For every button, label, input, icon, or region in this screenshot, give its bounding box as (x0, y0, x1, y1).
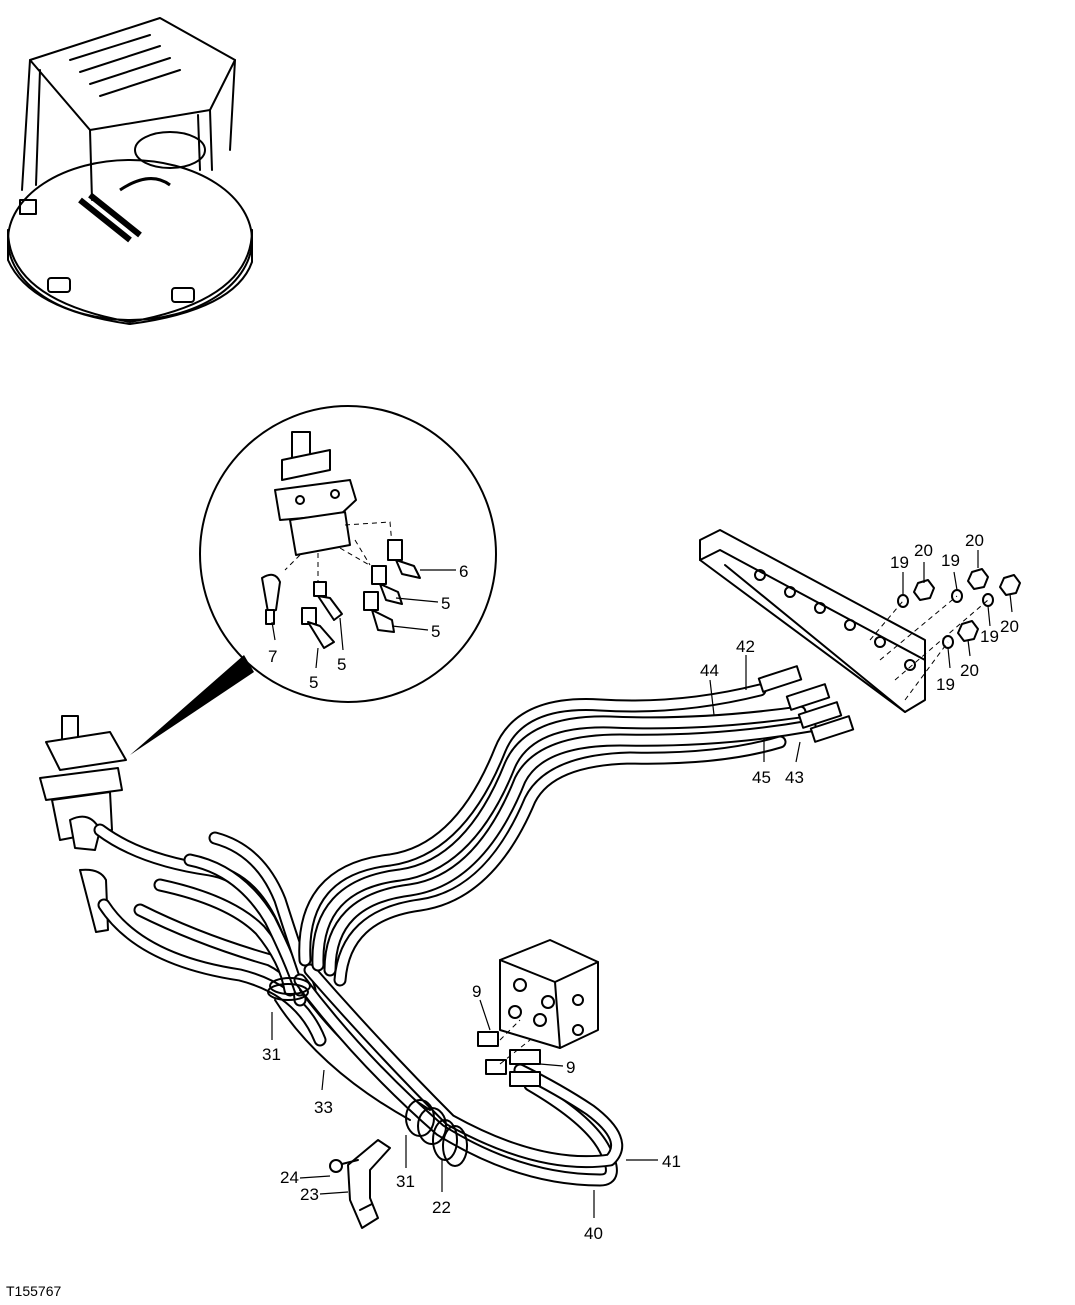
callout-5c: 5 (337, 655, 346, 674)
callout-41: 41 (662, 1152, 681, 1171)
callout-5d: 5 (309, 673, 318, 692)
callout-45: 45 (752, 768, 771, 787)
elbow-fitting-5b (301, 607, 335, 649)
elbow-fitting-5a (313, 581, 343, 621)
callout-6: 6 (459, 562, 468, 581)
hose-end-fittings-upper (757, 665, 855, 743)
figure-id: T155767 (6, 1283, 61, 1299)
callout-20c: 20 (1000, 617, 1019, 636)
callout-19c: 19 (980, 627, 999, 646)
callout-33: 33 (314, 1098, 333, 1117)
bracket-23 (347, 1139, 391, 1229)
machine-overview-illustration (7, 17, 253, 325)
fittings-9 (477, 1019, 541, 1087)
hose-clamp-22 (432, 1119, 468, 1167)
callout-40: 40 (584, 1224, 603, 1243)
callout-20d: 20 (960, 661, 979, 680)
callout-22: 22 (432, 1198, 451, 1217)
elbow-fitting-5d (371, 565, 403, 605)
callout-5a: 5 (441, 594, 450, 613)
callout-9a: 9 (472, 982, 481, 1001)
callout-31b: 31 (396, 1172, 415, 1191)
callout-44: 44 (700, 661, 719, 680)
bolt-24 (329, 1159, 359, 1173)
callout-23: 23 (300, 1185, 319, 1204)
callout-24: 24 (280, 1168, 299, 1187)
callout-31a: 31 (262, 1045, 281, 1064)
callout-19a: 19 (890, 553, 909, 572)
hose-clamp-31-lower (405, 1099, 447, 1145)
callout-20a: 20 (914, 541, 933, 560)
valve-block (499, 939, 599, 1049)
hose-bundle-lower-left (93, 823, 327, 1047)
leader-lines (271, 550, 1013, 1218)
hose-bundle-main (293, 683, 817, 1187)
manifold-bar (699, 529, 926, 713)
hose-clamp-31-upper (267, 977, 311, 1001)
callout-19d: 19 (936, 675, 955, 694)
callout-7: 7 (268, 647, 277, 666)
callout-19b: 19 (941, 551, 960, 570)
detail-pointer (130, 655, 254, 755)
callout-42: 42 (736, 637, 755, 656)
detail-callout-circle (130, 405, 497, 755)
callout-labels: 6 5 5 5 5 7 19 20 19 20 20 19 20 19 42 4… (262, 531, 1019, 1243)
elbow-fitting-5c (363, 591, 395, 633)
rotary-joint (39, 715, 127, 933)
elbow-fitting-7 (261, 573, 281, 625)
callout-43: 43 (785, 768, 804, 787)
nuts-20 (913, 568, 1021, 642)
callout-20b: 20 (965, 531, 984, 550)
elbow-fitting-6 (387, 539, 421, 579)
callout-9b: 9 (566, 1058, 575, 1077)
callout-5b: 5 (431, 622, 440, 641)
